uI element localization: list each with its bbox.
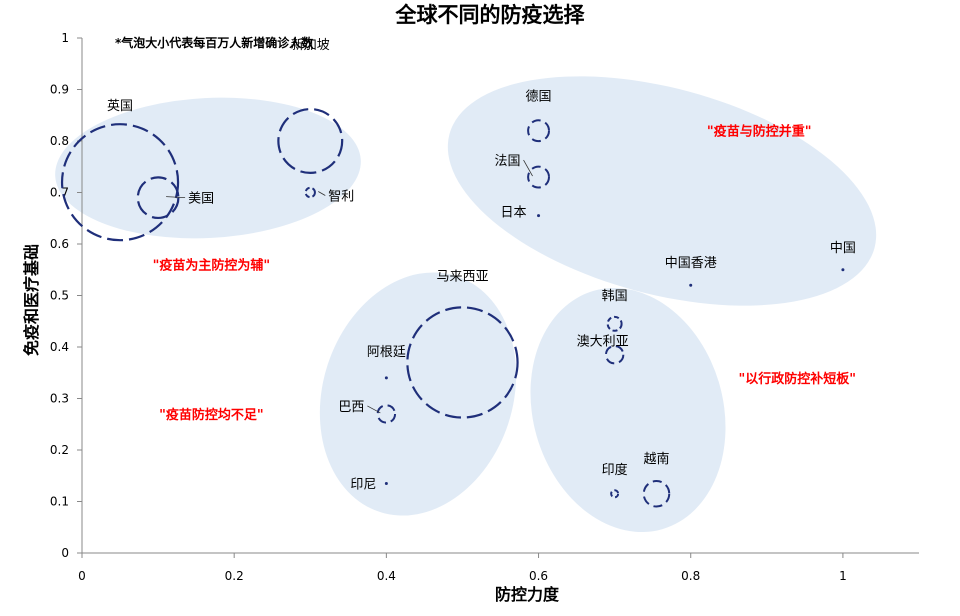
bubble bbox=[384, 481, 388, 485]
y-tick-label: 0.4 bbox=[50, 340, 69, 354]
leader-line bbox=[523, 159, 533, 177]
annotations: "疫苗与防控并重" "疫苗为主防控为辅" "以行政防控补短板" "疫苗防控均不足" bbox=[153, 124, 856, 423]
point-label: 德国 bbox=[526, 90, 552, 105]
point-label: 印度 bbox=[602, 462, 628, 478]
bubble bbox=[841, 268, 845, 272]
y-tick-label: 0.9 bbox=[50, 83, 69, 97]
leader-line bbox=[367, 405, 381, 414]
bubble bbox=[277, 107, 344, 174]
axes: 0 0.2 0.4 0.6 0.8 1 0 0.1 0.2 0.3 0.4 0.5 0.6 0.7 0.8 0… bbox=[50, 31, 919, 583]
group-annotation: "以行政防控补短板" bbox=[738, 371, 856, 387]
group-regions bbox=[55, 76, 877, 533]
point-label: 美国 bbox=[188, 192, 214, 207]
point-label: 法国 bbox=[495, 154, 521, 169]
point-label: 马来西亚 bbox=[436, 269, 488, 284]
leader-line bbox=[166, 196, 186, 199]
bubble bbox=[384, 376, 388, 380]
x-tick-label: 0.4 bbox=[377, 569, 396, 583]
point-label: 英国 bbox=[107, 99, 133, 114]
bubble bbox=[376, 404, 397, 424]
bubble bbox=[604, 345, 625, 365]
group-region-top-left bbox=[55, 97, 361, 239]
point-label: 印尼 bbox=[350, 477, 376, 492]
point-label: 中国 bbox=[830, 241, 856, 256]
bubble bbox=[527, 119, 550, 143]
point-label: 阿根廷 bbox=[367, 345, 406, 360]
group-annotation: "疫苗与防控并重" bbox=[707, 124, 812, 140]
x-tick-label: 1 bbox=[839, 569, 847, 583]
bubble bbox=[60, 123, 180, 242]
bubble bbox=[689, 283, 693, 287]
bubble bbox=[406, 306, 519, 419]
y-tick-label: 0.7 bbox=[50, 186, 69, 200]
y-tick-label: 0.6 bbox=[50, 237, 69, 251]
x-tick-label: 0 bbox=[78, 569, 86, 583]
point-label: 澳大利亚 bbox=[577, 334, 629, 350]
y-tick-label: 0.2 bbox=[50, 443, 69, 457]
bubble-size-note: *气泡大小代表每百万人新增确诊人数 bbox=[115, 35, 314, 50]
point-label: 智利 bbox=[328, 190, 354, 205]
group-region-bottom-right bbox=[530, 287, 726, 533]
y-tick-label: 0.1 bbox=[50, 495, 69, 509]
point-label: 韩国 bbox=[602, 289, 628, 304]
x-axis-title: 防控力度 bbox=[495, 585, 560, 604]
point-label: 新加坡 bbox=[291, 37, 330, 53]
y-tick-label: 0.3 bbox=[50, 392, 69, 406]
group-annotation: "疫苗为主防控为辅" bbox=[153, 258, 271, 274]
leader-line bbox=[318, 191, 326, 196]
x-tick-label: 0.6 bbox=[529, 569, 548, 583]
y-tick-label: 1 bbox=[61, 31, 69, 45]
chart-title: 全球不同的防疫选择 bbox=[395, 3, 586, 27]
bubble bbox=[642, 480, 671, 508]
bubble bbox=[304, 186, 316, 199]
bubble bbox=[606, 315, 623, 332]
y-tick-label: 0 bbox=[61, 546, 69, 560]
point-label: 中国香港 bbox=[665, 256, 717, 271]
x-tick-label: 0.2 bbox=[225, 569, 244, 583]
y-tick-label: 0.5 bbox=[50, 289, 69, 303]
point-label: 日本 bbox=[501, 206, 527, 221]
bubble bbox=[527, 165, 550, 189]
bubble bbox=[610, 489, 620, 499]
point-label: 越南 bbox=[643, 451, 669, 467]
bubble bbox=[537, 214, 541, 218]
group-region-top-right bbox=[447, 76, 877, 306]
point-label: 巴西 bbox=[338, 400, 364, 415]
group-annotation: "疫苗防控均不足" bbox=[159, 407, 264, 423]
y-axis-title: 免疫和医疗基础 bbox=[22, 244, 41, 356]
y-tick-label: 0.8 bbox=[50, 134, 69, 148]
x-tick-label: 0.8 bbox=[681, 569, 700, 583]
